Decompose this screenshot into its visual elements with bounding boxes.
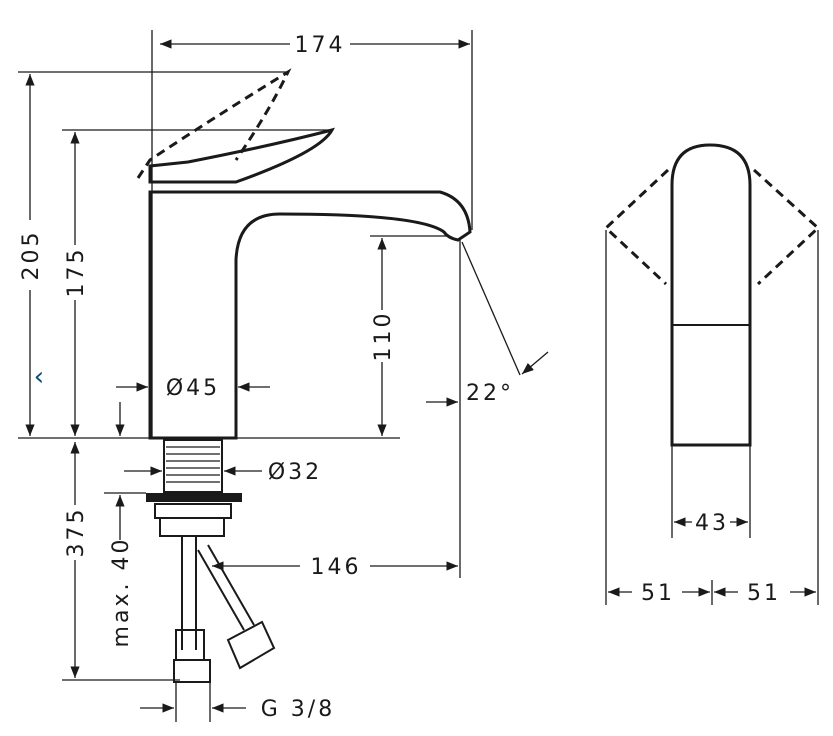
dim-height-lever-open: 205: [19, 230, 44, 281]
dim-handle-width: 43: [695, 511, 729, 536]
carousel-prev-button[interactable]: ‹: [28, 362, 50, 392]
dim-thread-diameter: Ø32: [268, 460, 322, 485]
faucet-front-view: [603, 143, 821, 447]
dim-spout-reach: 146: [311, 555, 362, 580]
dim-lever-right: 51: [747, 581, 781, 606]
dim-lever-angle: 22°: [466, 381, 514, 406]
dim-spout-height: 110: [371, 311, 396, 362]
chevron-left-icon: ‹: [33, 362, 45, 392]
dim-width-total: 174: [295, 33, 346, 58]
dim-body-diameter: Ø45: [166, 376, 220, 401]
dim-max-thickness: max. 40: [109, 537, 134, 648]
dim-supply-length: 375: [64, 507, 89, 558]
dim-lever-left: 51: [641, 581, 675, 606]
faucet-side-view: [136, 68, 472, 683]
dim-height-lever-closed: 175: [64, 247, 89, 298]
dim-connection: G 3/8: [261, 697, 335, 722]
dimension-lines: [18, 30, 819, 722]
